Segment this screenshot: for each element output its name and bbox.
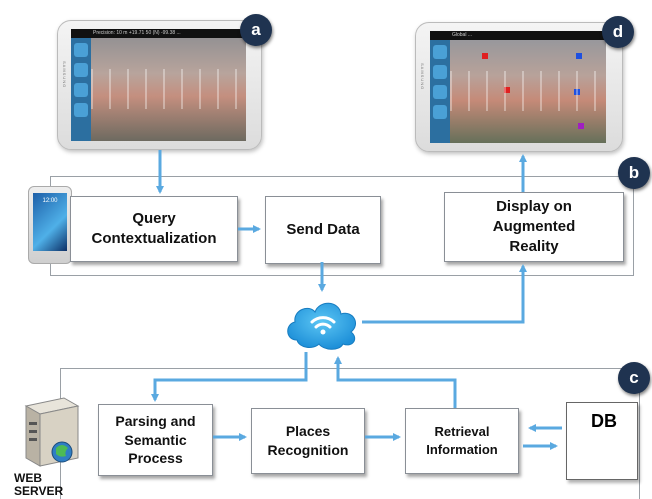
- db-box: DB: [566, 402, 638, 480]
- badge-c: c: [618, 362, 650, 394]
- small-tablet-screen: 12:00: [33, 193, 67, 251]
- web-server-label-1: WEB: [14, 471, 42, 485]
- web-server-icon: WEB SERVER: [14, 392, 92, 498]
- retrieval-information-box: Retrieval Information: [405, 408, 519, 474]
- web-server-label-2: SERVER: [14, 484, 64, 498]
- location-icon[interactable]: [74, 63, 88, 77]
- tablet-a-brand: SAMSUNG: [62, 61, 67, 89]
- parsing-semantic-box: Parsing and Semantic Process: [98, 404, 213, 476]
- ar-marker-purple: [578, 123, 584, 129]
- tablet-a-status-bar: Precision: 10 m +19.71 50 (N) -99.38 ...: [71, 29, 246, 38]
- building-stripes: [91, 69, 246, 109]
- send-icon[interactable]: [74, 103, 88, 117]
- location-icon[interactable]: [433, 65, 447, 79]
- arrow-retrieval-to-cloud: [334, 356, 457, 408]
- send-icon[interactable]: [433, 105, 447, 119]
- layers-icon[interactable]: [74, 83, 88, 97]
- layers-icon[interactable]: [433, 85, 447, 99]
- tablet-a: Precision: 10 m +19.71 50 (N) -99.38 ...…: [57, 20, 262, 150]
- places-recognition-box: Places Recognition: [251, 408, 365, 474]
- wifi-cloud-icon: [283, 294, 363, 352]
- db-label: DB: [591, 411, 617, 431]
- ar-marker-red: [482, 53, 488, 59]
- tablet-d-screen: Global ...: [430, 31, 606, 143]
- ar-marker-blue: [574, 89, 580, 95]
- ar-marker-blue: [576, 53, 582, 59]
- arrow-cloud-to-parsing: [151, 352, 308, 402]
- badge-d: d: [602, 16, 634, 48]
- badge-a: a: [240, 14, 272, 46]
- badge-b: b: [618, 157, 650, 189]
- display-ar-box: Display on Augmented Reality: [444, 192, 624, 262]
- tablet-d-status-bar: Global ...: [430, 31, 606, 40]
- back-icon[interactable]: [74, 43, 88, 57]
- arrow-cloud-to-display: [362, 264, 527, 324]
- send-data-box: Send Data: [265, 196, 381, 264]
- tablet-d: Global ... SAMSUNG: [415, 22, 623, 152]
- building-stripes: [450, 71, 606, 111]
- ar-marker-red: [504, 87, 510, 93]
- query-contextualization-box: Query Contextualization: [70, 196, 238, 262]
- back-icon[interactable]: [433, 45, 447, 59]
- tablet-a-screen: Precision: 10 m +19.71 50 (N) -99.38 ...: [71, 29, 246, 141]
- tablet-d-brand: SAMSUNG: [420, 63, 425, 91]
